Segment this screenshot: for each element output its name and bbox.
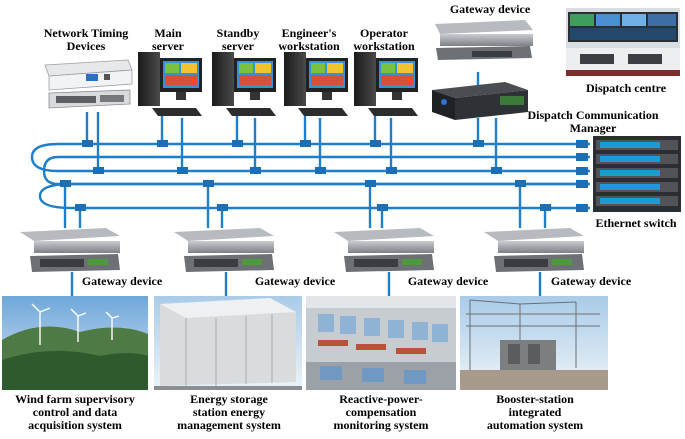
gateway-device-4: [484, 228, 584, 272]
ethernet-switch-rack: [593, 136, 681, 212]
dispatch-manager-label: Dispatch Communication Manager: [518, 109, 668, 135]
booster-station-photo: [460, 296, 608, 390]
reactive-power-photo: [306, 296, 456, 390]
system-booster-line3: automation system: [486, 418, 584, 432]
standby-server-line1: Standby: [216, 26, 260, 40]
bus-connectors: [60, 140, 588, 212]
system-storage-line3: management system: [177, 418, 281, 432]
timing-label-line2: Devices: [66, 39, 106, 53]
system-reactive-line3: monitoring system: [333, 418, 429, 432]
system-label-reactive: Reactive-power- compensation monitoring …: [306, 393, 456, 432]
operator-line1: Operator: [360, 26, 408, 40]
ethernet-switch-label: Ethernet switch: [595, 216, 677, 230]
system-reactive-line1: Reactive-power-: [339, 392, 423, 406]
system-reactive-line2: compensation: [345, 405, 417, 419]
bus-ring-middle: [42, 155, 590, 186]
dispatch-manager-line2: Manager: [569, 121, 617, 135]
main-server-line2: server: [152, 39, 184, 53]
gateway-device-1: [20, 228, 120, 272]
main-server-label: Main server: [138, 27, 198, 53]
network-timing-devices: [44, 59, 133, 109]
energy-storage-photo: [154, 296, 302, 390]
system-storage-line2: station energy: [192, 405, 266, 419]
gateway-top-label: Gateway device: [449, 2, 531, 16]
gateway-label-3: Gateway device: [407, 274, 489, 288]
gateway-label-1: Gateway device: [81, 274, 163, 288]
system-label-wind: Wind farm supervisory control and data a…: [0, 393, 150, 432]
standby-server-pc: [212, 52, 276, 116]
system-booster-line2: integrated: [508, 405, 562, 419]
timing-devices-label: Network Timing Devices: [34, 27, 138, 53]
dispatch-centre-photo: [566, 8, 680, 76]
standby-server-label: Standby server: [206, 27, 270, 53]
main-server-pc: [138, 52, 202, 116]
system-storage-line1: Energy storage: [190, 392, 268, 406]
bus-ring-lower: [38, 182, 590, 210]
operator-line2: workstation: [353, 39, 415, 53]
system-booster-line1: Booster-station: [496, 392, 574, 406]
system-wind-line2: control and data: [32, 405, 118, 419]
engineer-line1: Engineer's: [281, 26, 337, 40]
system-wind-line3: acquisition system: [28, 418, 122, 432]
engineer-line2: workstation: [278, 39, 340, 53]
gateway-device-top: [435, 20, 533, 60]
bus-ring-upper: [30, 142, 590, 173]
wind-farm-photo: [2, 296, 148, 390]
dispatch-communication-manager: [432, 82, 528, 120]
dispatch-manager-line1: Dispatch Communication: [527, 108, 659, 122]
engineer-workstation-label: Engineer's workstation: [272, 27, 346, 53]
gateway-label-4: Gateway device: [550, 274, 632, 288]
system-wind-line1: Wind farm supervisory: [15, 392, 135, 406]
main-server-line1: Main: [154, 26, 182, 40]
dispatch-centre-label: Dispatch centre: [585, 81, 667, 95]
operator-workstation-pc: [354, 52, 418, 116]
gateway-device-3: [334, 228, 434, 272]
system-label-storage: Energy storage station energy management…: [154, 393, 304, 432]
system-label-booster: Booster-station integrated automation sy…: [460, 393, 610, 432]
gateway-label-2: Gateway device: [254, 274, 336, 288]
gateway-device-2: [174, 228, 274, 272]
timing-label-line1: Network Timing: [43, 26, 129, 40]
standby-server-line2: server: [222, 39, 254, 53]
engineer-workstation-pc: [284, 52, 348, 116]
operator-workstation-label: Operator workstation: [346, 27, 422, 53]
